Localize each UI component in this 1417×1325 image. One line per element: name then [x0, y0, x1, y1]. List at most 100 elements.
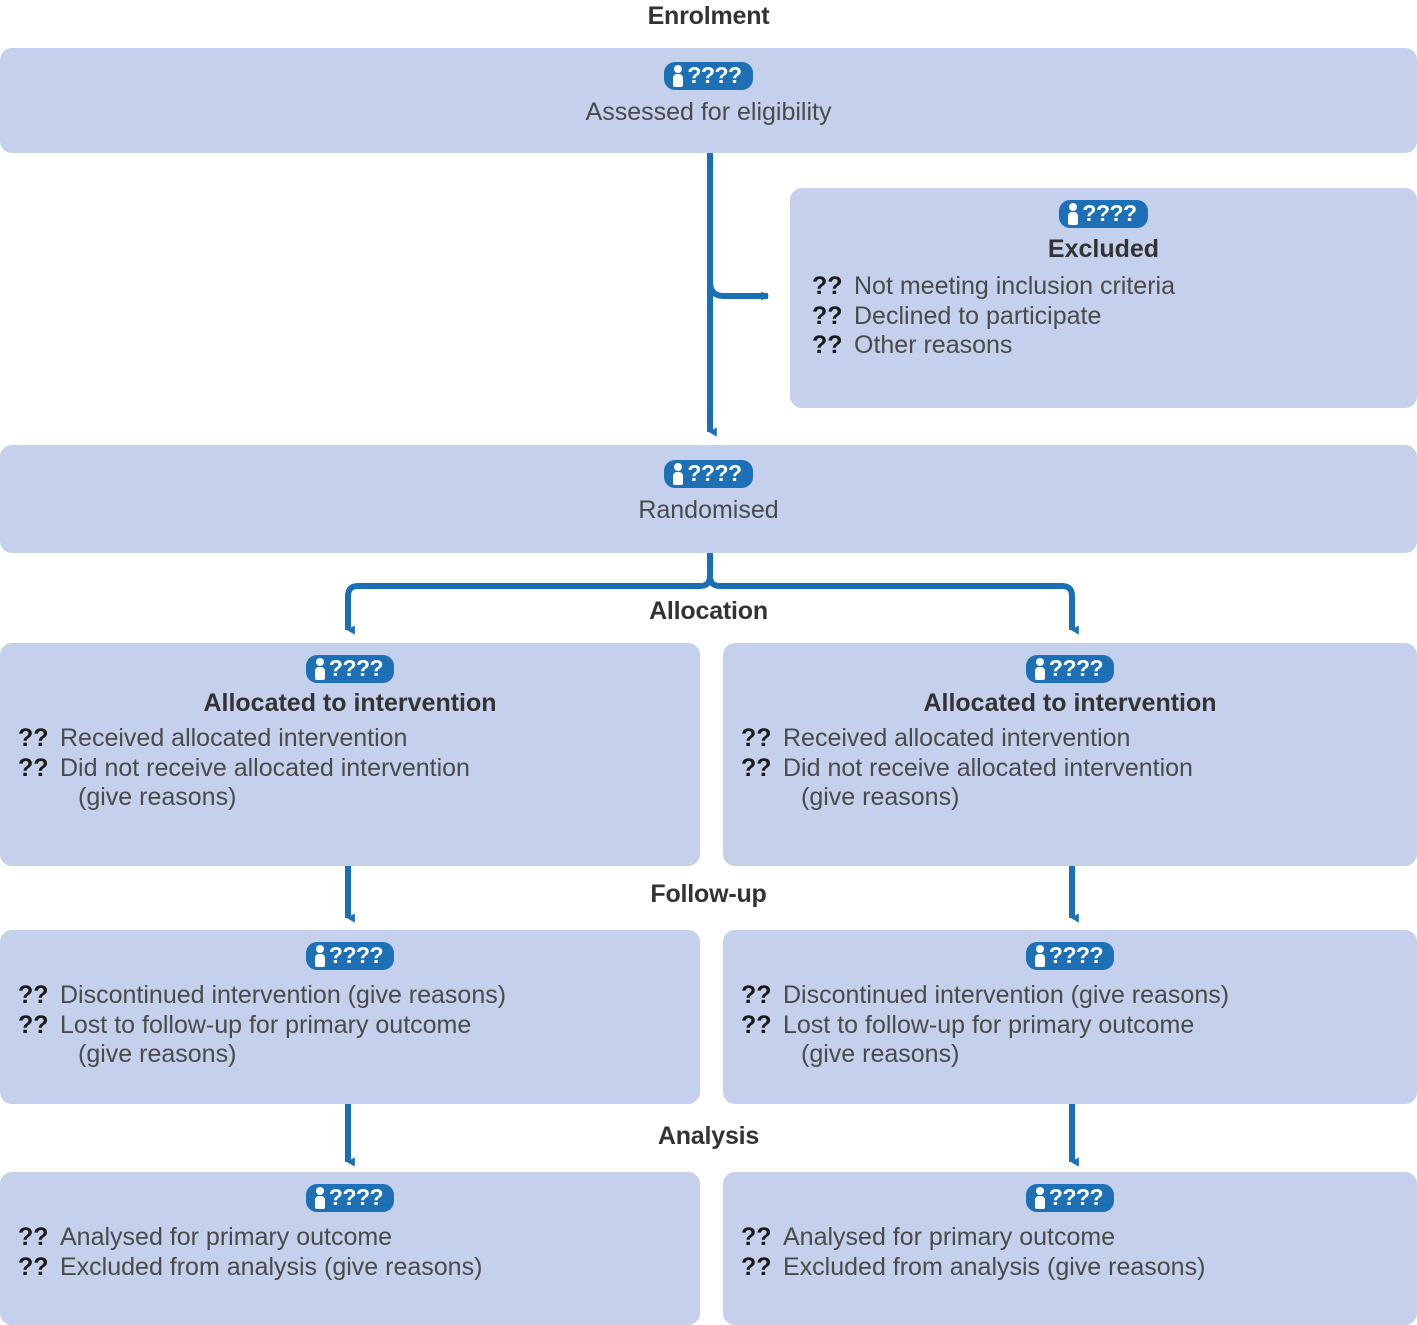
item-marker: ??: [741, 1252, 772, 1281]
followup-left-list: ?? Discontinued intervention (give reaso…: [0, 981, 700, 1070]
arrow-assessed-to-excluded: [707, 281, 770, 301]
item-text: Received allocated intervention: [60, 724, 408, 752]
stage-label-analysis: Analysis: [657, 1122, 760, 1150]
box-caption: Assessed for eligibility: [585, 98, 832, 126]
item-marker: ??: [18, 1223, 49, 1251]
box-assessed-for-eligibility: ???? Assessed for eligibility: [0, 48, 1417, 153]
count-value: ????: [687, 62, 742, 88]
box-analysis-left: ???? ?? Analysed for primary outcome ?? …: [0, 1172, 700, 1325]
item-text: Excluded from analysis (give reasons): [783, 1252, 1206, 1281]
item-marker: ??: [741, 1223, 772, 1251]
box-analysis-right: ???? ?? Analysed for primary outcome ?? …: [723, 1172, 1417, 1325]
item-marker: ??: [812, 331, 843, 359]
item-continuation: (give reasons): [78, 783, 237, 811]
person-icon: [314, 944, 326, 967]
count-badge: ????: [305, 942, 395, 970]
box-followup-right: ???? ?? Discontinued intervention (give …: [723, 930, 1417, 1104]
item-marker: ??: [18, 981, 49, 1009]
box-caption: Randomised: [638, 496, 779, 524]
item-marker: ??: [741, 1010, 772, 1039]
item-text: Did not receive allocated intervention(g…: [783, 754, 1417, 813]
count-value: ????: [687, 460, 742, 486]
badge-row: ????: [0, 48, 1417, 90]
item-marker: ??: [741, 753, 772, 782]
list-item: ?? Other reasons: [812, 331, 1417, 361]
box-allocated-left: ???? Allocated to intervention ?? Receiv…: [0, 643, 700, 866]
list-item: ?? Excluded from analysis (give reasons): [18, 1253, 700, 1283]
excluded-reason-list: ?? Not meeting inclusion criteria ?? Dec…: [790, 272, 1417, 361]
list-item: ?? Excluded from analysis (give reasons): [741, 1253, 1417, 1283]
list-item: ?? Analysed for primary outcome: [18, 1223, 700, 1253]
count-value: ????: [1048, 1184, 1104, 1210]
count-badge: ????: [1025, 655, 1115, 683]
count-value: ????: [328, 1184, 384, 1210]
item-continuation: (give reasons): [78, 1040, 237, 1068]
item-text: Declined to participate: [854, 301, 1102, 330]
box-followup-left: ???? ?? Discontinued intervention (give …: [0, 930, 700, 1104]
analysis-right-list: ?? Analysed for primary outcome ?? Exclu…: [723, 1223, 1417, 1282]
count-value: ????: [1082, 200, 1137, 226]
badge-row: ????: [0, 1172, 700, 1212]
box-excluded: ???? Excluded ?? Not meeting inclusion c…: [790, 188, 1417, 408]
allocated-right-list: ?? Received allocated intervention ?? Di…: [723, 724, 1417, 813]
item-text: Analysed for primary outcome: [60, 1223, 393, 1251]
badge-row: ????: [723, 1172, 1417, 1212]
item-marker: ??: [18, 724, 49, 752]
count-value: ????: [328, 942, 384, 968]
box-title: Allocated to intervention: [203, 689, 497, 717]
stage-label-enrolment: Enrolment: [647, 2, 770, 30]
analysis-left-list: ?? Analysed for primary outcome ?? Exclu…: [0, 1223, 700, 1282]
box-allocated-right: ???? Allocated to intervention ?? Receiv…: [723, 643, 1417, 866]
list-item: ?? Not meeting inclusion criteria: [812, 272, 1417, 302]
list-item: ?? Discontinued intervention (give reaso…: [741, 981, 1417, 1011]
person-icon: [314, 657, 326, 680]
box-randomised: ???? Randomised: [0, 445, 1417, 553]
count-badge: ????: [1025, 1184, 1115, 1212]
count-badge: ????: [664, 62, 753, 90]
box-title: Allocated to intervention: [923, 689, 1217, 717]
person-icon: [1034, 944, 1046, 967]
stage-label-followup: Follow-up: [650, 880, 767, 908]
item-marker: ??: [741, 724, 772, 752]
item-marker: ??: [18, 1252, 49, 1281]
badge-row: ????: [790, 188, 1417, 228]
person-icon: [672, 64, 684, 87]
item-text: Lost to follow-up for primary outcome(gi…: [60, 1011, 700, 1070]
badge-row: ????: [723, 930, 1417, 970]
item-continuation: (give reasons): [801, 783, 960, 811]
count-badge: ????: [305, 1184, 395, 1212]
badge-row: ????: [0, 445, 1417, 488]
person-icon: [1034, 1186, 1046, 1209]
list-item: ?? Lost to follow-up for primary outcome…: [741, 1011, 1417, 1070]
item-text: Did not receive allocated intervention(g…: [60, 754, 700, 813]
list-item: ?? Analysed for primary outcome: [741, 1223, 1417, 1253]
count-value: ????: [328, 655, 384, 681]
item-marker: ??: [741, 981, 772, 1009]
person-icon: [672, 462, 684, 485]
badge-row: ????: [0, 643, 700, 683]
person-icon: [1067, 202, 1079, 225]
item-text: Received allocated intervention: [783, 724, 1131, 752]
item-text: Discontinued intervention (give reasons): [783, 981, 1230, 1009]
list-item: ?? Lost to follow-up for primary outcome…: [18, 1011, 700, 1070]
item-text: Analysed for primary outcome: [783, 1223, 1116, 1251]
count-value: ????: [1048, 942, 1104, 968]
item-marker: ??: [812, 301, 843, 330]
list-item: ?? Did not receive allocated interventio…: [741, 754, 1417, 813]
person-icon: [1034, 657, 1046, 680]
item-text: Discontinued intervention (give reasons): [60, 981, 507, 1009]
person-icon: [314, 1186, 326, 1209]
list-item: ?? Declined to participate: [812, 302, 1417, 332]
count-value: ????: [1048, 655, 1104, 681]
list-item: ?? Received allocated intervention: [18, 724, 700, 754]
item-text: Not meeting inclusion criteria: [854, 272, 1175, 300]
item-text: Excluded from analysis (give reasons): [60, 1252, 483, 1281]
box-title: Excluded: [1047, 235, 1160, 263]
item-text: Other reasons: [854, 331, 1013, 359]
count-badge: ????: [664, 460, 753, 488]
list-item: ?? Received allocated intervention: [741, 724, 1417, 754]
count-badge: ????: [1059, 200, 1148, 228]
badge-row: ????: [0, 930, 700, 970]
stage-label-allocation: Allocation: [649, 597, 768, 625]
